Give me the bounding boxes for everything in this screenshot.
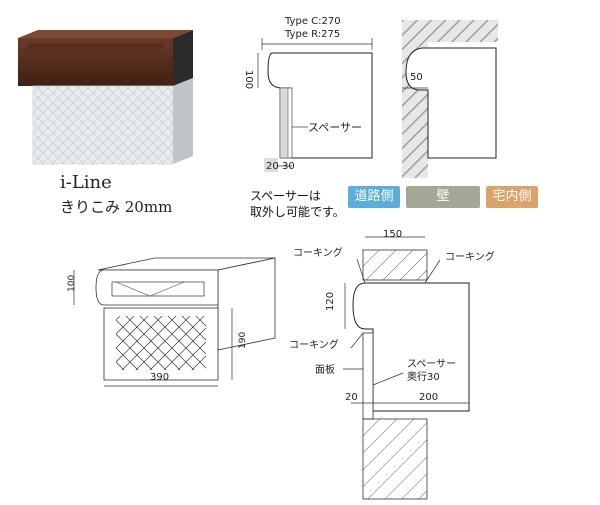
spacer-note-line1: スペーサーは [250, 189, 321, 203]
caulking-label-2: コーキング [445, 250, 495, 263]
wall-cross-section: 50 [402, 20, 498, 178]
isometric-drawing: 100 190 390 [67, 257, 276, 387]
dim-20-label: 20 [266, 161, 279, 172]
spacer-label: スペーサー [308, 121, 362, 134]
product-subtitle: きりこみ 20mm [60, 198, 173, 216]
iso-dim-390-label: 390 [150, 372, 169, 383]
home-side-badge: 宅内側 [486, 186, 538, 208]
height-100-label: 100 [243, 70, 254, 89]
section-dim-20-label: 20 [345, 392, 358, 403]
iso-dim-190-label: 190 [238, 332, 248, 349]
section-dim-200-label: 200 [419, 392, 438, 403]
product-name: i-Line [60, 172, 112, 193]
section-dim-150-label: 150 [383, 229, 402, 240]
dim-50-label: 50 [410, 72, 423, 83]
dim-30-label: 30 [282, 161, 295, 172]
product-photo [18, 30, 193, 165]
spacer-depth-label: 奥行30 [407, 370, 440, 383]
type-cross-section: Type C:270 Type R:275 100 スペーサー 20 30 [243, 16, 373, 172]
section-spacer-label: スペーサー [407, 358, 456, 370]
type-r-label: Type R:275 [284, 29, 340, 40]
section-dim-120-label: 120 [325, 292, 336, 311]
caulking-label-3: コーキング [289, 338, 339, 351]
wall-badge: 壁 [406, 186, 480, 208]
section-drawing: 150 コーキング コーキング 120 コーキング 面板 スペーサー 奥行30 … [289, 229, 495, 500]
face-plate-label: 面板 [315, 363, 335, 376]
iso-dim-100-label: 100 [67, 275, 77, 292]
type-c-label: Type C:270 [284, 16, 341, 27]
spacer-note-line2: 取外し可能です。 [250, 205, 345, 219]
caulking-label-1: コーキング [293, 246, 343, 259]
road-side-badge: 道路側 [348, 186, 400, 208]
